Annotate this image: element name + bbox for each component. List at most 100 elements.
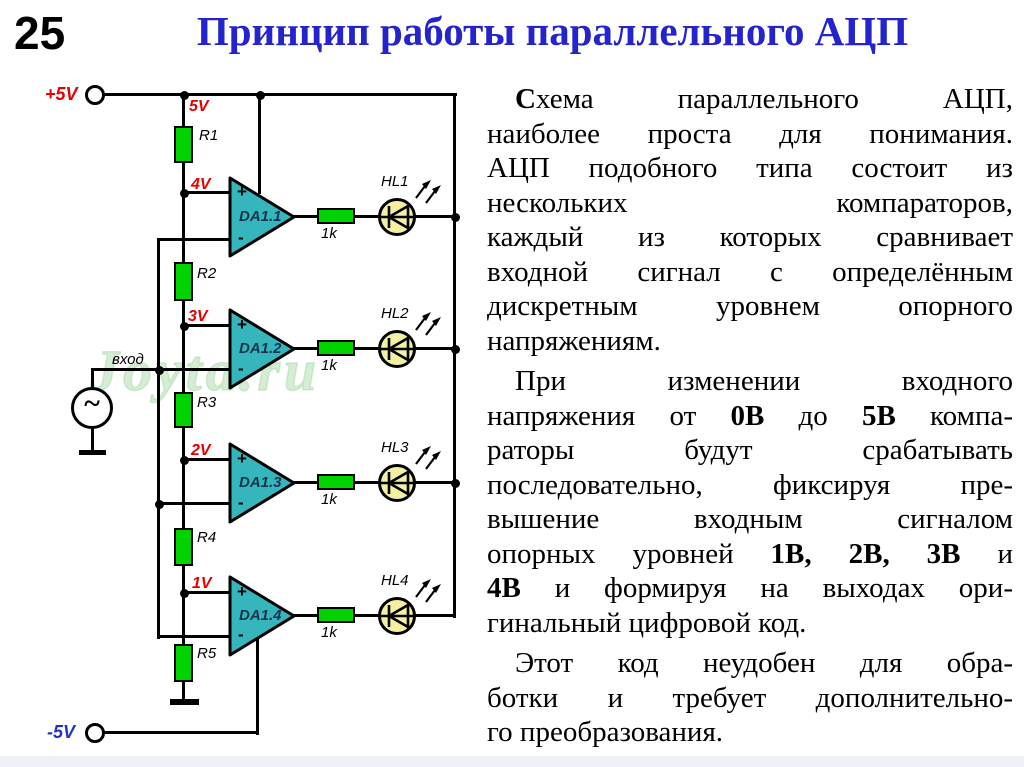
plus-stub-1 <box>183 191 233 194</box>
positive-terminal <box>85 85 105 105</box>
text-line: Этот код неудобен для обра- <box>515 647 1013 679</box>
node-voltage-label: 2V <box>191 442 211 459</box>
junction-dot <box>180 589 189 598</box>
explanation-text: Схема параллельного АЦП,наиболее проста … <box>487 82 1013 756</box>
slide-number: 25 <box>14 7 66 59</box>
text-line: последовательно, фиксируя пре- <box>487 468 1013 501</box>
text-line: опорных уровней 1В, 2В, 3В и <box>487 537 1013 570</box>
junction-dot <box>451 345 460 354</box>
plus-stub-3 <box>183 458 233 461</box>
text-line: 4В и формируя на выходах ори- <box>487 572 1013 604</box>
input-bus-wire <box>157 238 160 639</box>
output-wire-4 <box>292 614 456 617</box>
slide-title: Принцип работы параллельного АЦП <box>196 8 909 54</box>
footer-band <box>0 756 1024 767</box>
source-ground-bar <box>79 450 106 455</box>
text-line: входной сигнал с определённым <box>487 255 1013 288</box>
junction-dot <box>180 456 189 465</box>
text-line: го преобразования. <box>487 716 724 748</box>
minus-stub-3 <box>157 502 234 505</box>
text-line: АЦП подобного типа состоит из <box>487 152 1013 184</box>
resistor-R2 <box>174 262 193 301</box>
comparator-label: DA1.1 <box>239 208 282 225</box>
minus-input-label: - <box>238 625 244 644</box>
resistor-label: R4 <box>197 529 217 546</box>
comparator-DA1.4 <box>228 575 296 657</box>
comparator-DA1.2 <box>228 308 296 390</box>
text-line: вышение входным сигналом <box>487 503 1013 535</box>
resistor-R3 <box>174 392 193 428</box>
led-HL3 <box>378 446 441 502</box>
output-resistor-2 <box>317 340 355 356</box>
plus-input-label: + <box>237 449 247 468</box>
led-HL2 <box>378 312 441 368</box>
led-label: HL2 <box>381 305 409 322</box>
da4-supply-wire <box>256 638 259 735</box>
junction-dot <box>180 322 189 331</box>
text-line: дискретным уровнем опорного <box>487 290 1013 322</box>
minus-stub-1 <box>157 238 234 241</box>
negative-terminal <box>85 723 105 743</box>
resistor-label: R2 <box>197 265 217 282</box>
signal-source: ~ <box>71 387 113 429</box>
junction-dot <box>256 91 265 100</box>
text-line: гинальный цифровой код. <box>487 606 807 639</box>
positive-rail-label: +5V <box>45 84 78 104</box>
source-top-stem <box>91 368 94 390</box>
junction-dot <box>451 479 460 488</box>
comparator-label: DA1.4 <box>239 607 282 624</box>
output-resistor-label: 1k <box>321 624 337 641</box>
minus-input-label: - <box>238 493 244 512</box>
node-voltage-label: 4V <box>191 176 211 193</box>
text-line: При изменении входного <box>515 365 1013 397</box>
output-wire-2 <box>292 347 456 350</box>
junction-dot <box>155 500 164 509</box>
plus-input-label: + <box>237 182 247 201</box>
resistor-R1 <box>174 126 193 163</box>
bottom-rail-wire <box>102 731 259 734</box>
output-resistor-label: 1k <box>321 491 337 508</box>
comparator-label: DA1.3 <box>239 474 282 491</box>
output-wire-1 <box>292 215 456 218</box>
minus-input-label: - <box>238 359 244 378</box>
node-voltage-label: 5V <box>189 98 209 115</box>
node-voltage-label: 1V <box>192 575 212 592</box>
da1-supply-wire <box>258 93 261 194</box>
output-resistor-4 <box>317 607 355 623</box>
resistor-label: R5 <box>197 645 217 662</box>
sine-symbol: ~ <box>84 387 100 420</box>
text-line: нескольких компараторов, <box>487 186 1013 219</box>
text-line: наиболее проста для понимания. <box>487 117 1013 150</box>
led-HL4 <box>378 579 441 635</box>
text-line: каждый из которых сравнивает <box>487 221 1013 253</box>
junction-dot <box>451 213 460 222</box>
divider-ground-bar <box>170 699 199 705</box>
comparator-label: DA1.2 <box>239 340 282 357</box>
paragraph: Схема параллельного АЦП,наиболее проста … <box>487 82 1013 358</box>
right-rail-wire <box>453 93 456 618</box>
source-bottom-stem <box>91 428 94 453</box>
led-label: HL3 <box>381 439 409 456</box>
junction-dot <box>155 366 164 375</box>
resistor-R4 <box>174 528 193 566</box>
input-label: вход <box>112 351 144 368</box>
resistor-label: R1 <box>199 127 219 144</box>
paragraph: Этот код неудобен для обра-ботки и требу… <box>487 646 1013 750</box>
junction-dot <box>180 91 189 100</box>
plus-stub-4 <box>183 591 233 594</box>
plus-input-label: + <box>237 582 247 601</box>
minus-stub-4 <box>157 635 234 638</box>
negative-rail-label: -5V <box>47 722 76 742</box>
text-line: раторы будут срабатывать <box>487 434 1013 466</box>
output-resistor-1 <box>317 208 355 224</box>
text-line: напряжениям. <box>487 324 661 357</box>
text-line: напряжения от 0В до 5В компа- <box>487 399 1013 432</box>
output-resistor-label: 1k <box>321 225 337 242</box>
led-label: HL4 <box>381 572 409 589</box>
comparator-DA1.1 <box>228 176 296 258</box>
led-HL1 <box>378 180 441 236</box>
resistor-R5 <box>174 644 193 682</box>
top-rail-wire <box>102 93 457 96</box>
comparator-DA1.3 <box>228 442 296 524</box>
